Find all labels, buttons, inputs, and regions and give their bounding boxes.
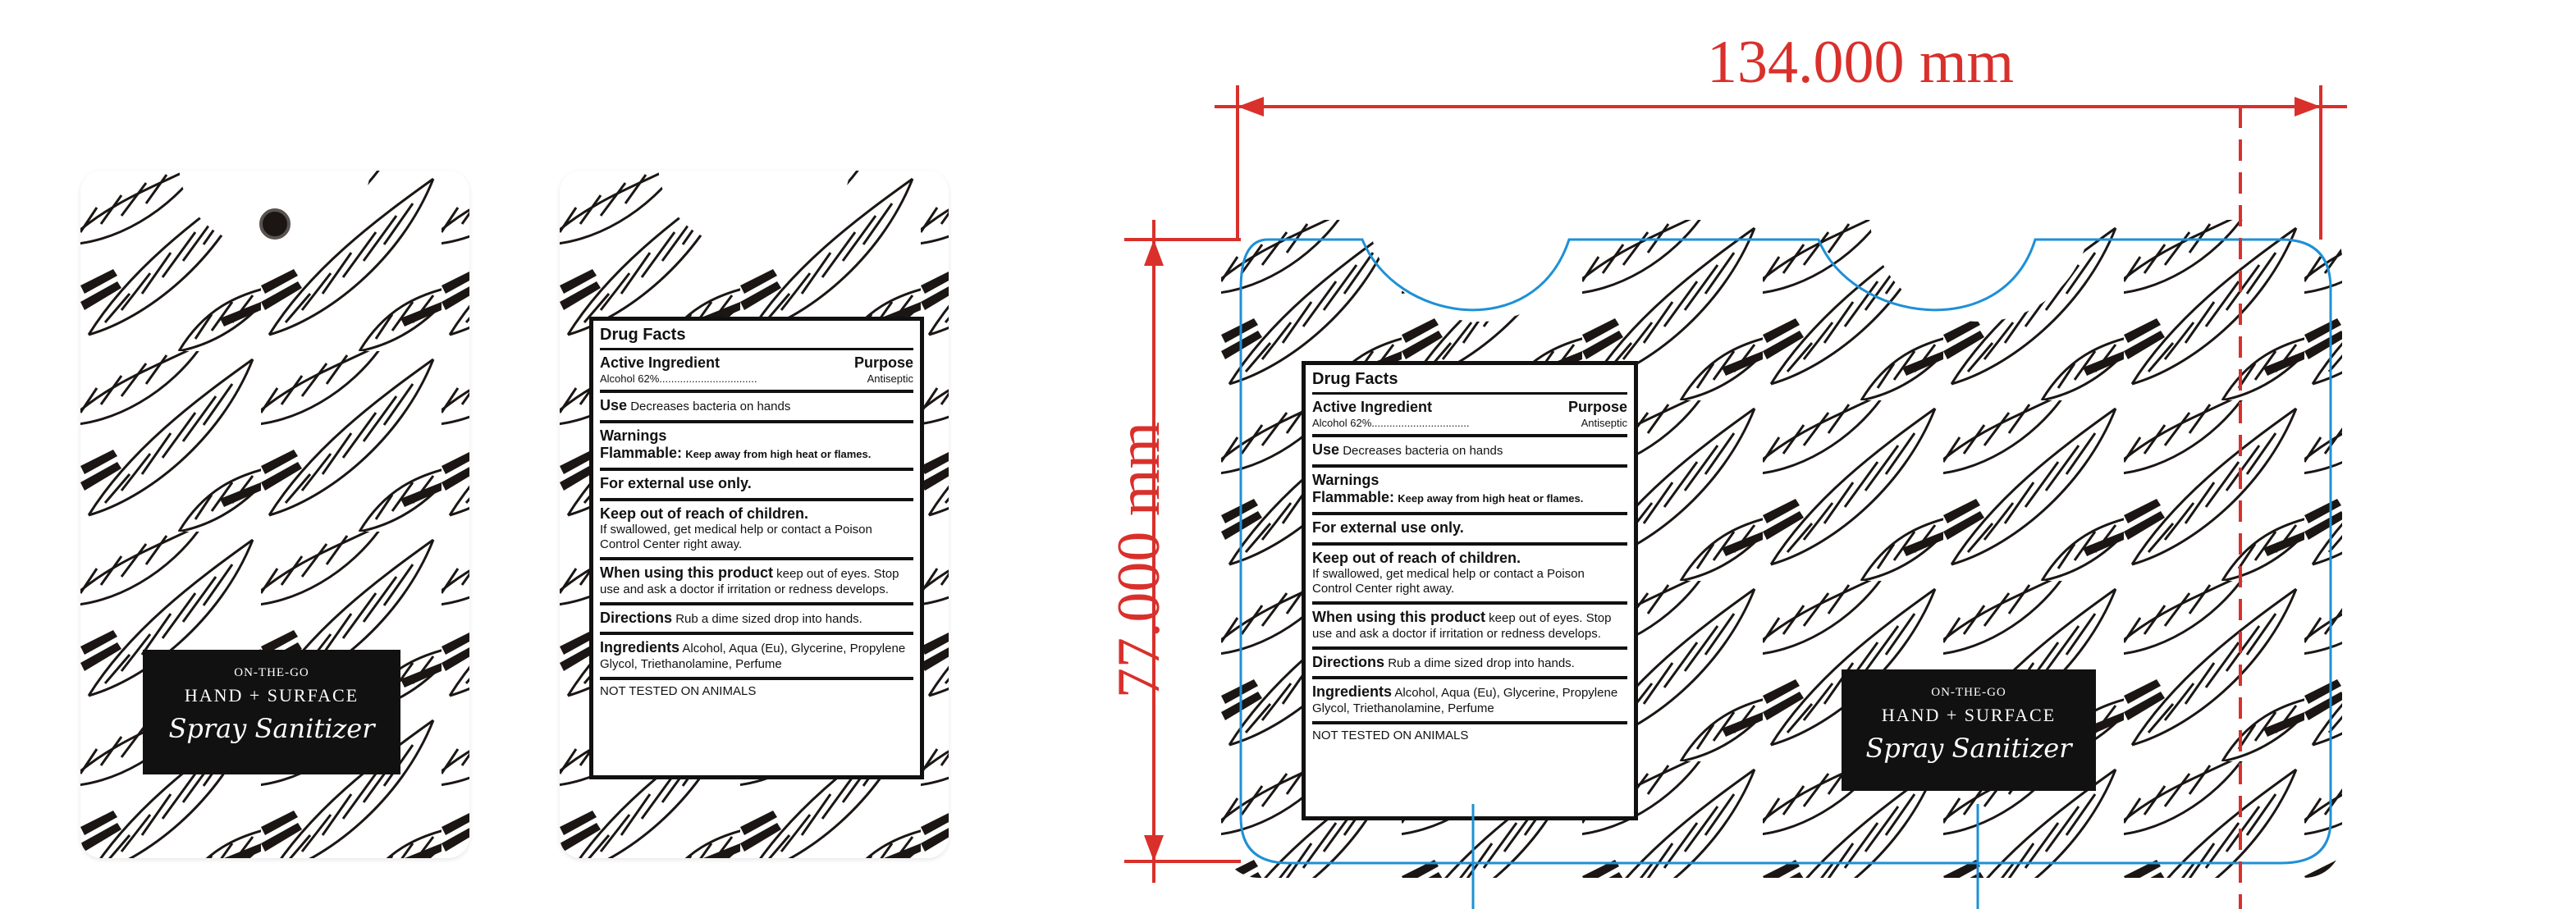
not-tested-row: NOT TESTED ON ANIMALS bbox=[1312, 724, 1627, 748]
external-use-label: For external use only. bbox=[600, 474, 752, 491]
use-text: Decreases bacteria on hands bbox=[630, 400, 791, 414]
directions-row: Directions Rub a dime sized drop into ha… bbox=[1312, 650, 1627, 680]
ingredients-text: Alcohol, Aqua (Eu), Glycerine, Propylene… bbox=[600, 642, 906, 671]
directions-text: Rub a dime sized drop into hands. bbox=[675, 611, 862, 626]
antiseptic-label: Antiseptic bbox=[867, 372, 913, 385]
active-ingredient-row: Active Ingredient Purpose Alcohol 62%....… bbox=[1312, 395, 1627, 438]
flammable-text: Keep away from high heat or flames. bbox=[1398, 492, 1584, 505]
use-row: Use Decreases bacteria on hands bbox=[1312, 437, 1627, 468]
brand-script-name: Spray Sanitizer bbox=[1865, 733, 2072, 764]
back-card-mockup: Drug Facts Active Ingredient Purpose Alco… bbox=[560, 171, 949, 858]
drug-facts-panel-back: Drug Facts Active Ingredient Purpose Alco… bbox=[589, 317, 924, 779]
active-ingredient-label: Active Ingredient bbox=[600, 354, 721, 371]
external-row: For external use only. bbox=[600, 471, 913, 501]
not-tested-label: NOT TESTED ON ANIMALS bbox=[1312, 728, 1469, 742]
drug-facts-panel-dieline: Drug Facts Active Ingredient Purpose Alco… bbox=[1302, 361, 1638, 820]
active-ingredient-label: Active Ingredient bbox=[1312, 399, 1433, 415]
ingredients-row: Ingredients Alcohol, Aqua (Eu), Glycerin… bbox=[1312, 679, 1627, 724]
purpose-label: Purpose bbox=[853, 354, 913, 371]
external-use-label: For external use only. bbox=[1312, 518, 1464, 536]
active-ingredient-row: Active Ingredient Purpose Alcohol 62%....… bbox=[600, 350, 913, 394]
alcohol-line: Alcohol 62%.............................… bbox=[600, 372, 757, 385]
children-text: If swallowed, get medical help or contac… bbox=[600, 523, 872, 552]
flammable-text: Keep away from high heat or flames. bbox=[685, 448, 872, 461]
not-tested-label: NOT TESTED ON ANIMALS bbox=[600, 683, 757, 698]
use-text: Decreases bacteria on hands bbox=[1343, 444, 1503, 459]
brand-headline: HAND + SURFACE bbox=[1881, 705, 2057, 725]
using-text: keep out of eyes. Stop use and ask a doc… bbox=[600, 567, 899, 596]
width-dimension-label: 134.000 mm bbox=[1707, 29, 2015, 96]
height-dimension-label: 77.000 mm bbox=[1105, 421, 1174, 699]
using-label: When using this product bbox=[600, 564, 773, 582]
use-row: Use Decreases bacteria on hands bbox=[600, 393, 913, 423]
purpose-label: Purpose bbox=[1567, 399, 1627, 415]
directions-row: Directions Rub a dime sized drop into ha… bbox=[600, 605, 913, 636]
spray-nozzle-icon bbox=[259, 208, 291, 240]
warnings-row: Warnings Flammable: Keep away from high … bbox=[1312, 468, 1627, 515]
directions-label: Directions bbox=[600, 609, 673, 626]
warnings-label: Warnings bbox=[600, 427, 667, 444]
antiseptic-label: Antiseptic bbox=[1581, 416, 1627, 429]
brand-headline: HAND + SURFACE bbox=[184, 685, 359, 706]
using-row: When using this product keep out of eyes… bbox=[600, 560, 913, 605]
width-dimension-arrow bbox=[1215, 85, 2347, 240]
warnings-label: Warnings bbox=[1312, 471, 1380, 488]
not-tested-row: NOT TESTED ON ANIMALS bbox=[600, 680, 913, 704]
brand-script-name: Spray Sanitizer bbox=[168, 713, 375, 744]
front-card-mockup: ON-THE-GO HAND + SURFACE Spray Sanitizer bbox=[80, 171, 469, 858]
use-label: Use bbox=[600, 397, 628, 414]
directions-text: Rub a dime sized drop into hands. bbox=[1388, 655, 1575, 670]
brand-eyebrow: ON-THE-GO bbox=[1931, 686, 2006, 699]
flammable-label: Flammable: bbox=[600, 445, 683, 462]
using-label: When using this product bbox=[1312, 609, 1485, 626]
external-row: For external use only. bbox=[1312, 515, 1627, 546]
brand-eyebrow: ON-THE-GO bbox=[234, 666, 309, 679]
children-row: Keep out of reach of children. If swallo… bbox=[1312, 546, 1627, 605]
drug-facts-title: Drug Facts bbox=[600, 326, 913, 350]
flammable-label: Flammable: bbox=[1312, 489, 1395, 506]
children-text: If swallowed, get medical help or contac… bbox=[1312, 567, 1585, 596]
children-label: Keep out of reach of children. bbox=[1312, 549, 1521, 566]
using-row: When using this product keep out of eyes… bbox=[1312, 605, 1627, 650]
warnings-row: Warnings Flammable: Keep away from high … bbox=[600, 423, 913, 471]
drug-facts-title: Drug Facts bbox=[1312, 370, 1627, 395]
directions-label: Directions bbox=[1312, 653, 1385, 670]
ingredients-row: Ingredients Alcohol, Aqua (Eu), Glycerin… bbox=[600, 635, 913, 680]
dieline-brand-label: ON-THE-GO HAND + SURFACE Spray Sanitizer bbox=[1842, 669, 2096, 791]
children-row: Keep out of reach of children. If swallo… bbox=[600, 501, 913, 561]
front-brand-label: ON-THE-GO HAND + SURFACE Spray Sanitizer bbox=[143, 650, 400, 774]
children-label: Keep out of reach of children. bbox=[600, 505, 809, 522]
alcohol-line: Alcohol 62%.............................… bbox=[1312, 416, 1470, 429]
use-label: Use bbox=[1312, 441, 1340, 459]
ingredients-label: Ingredients bbox=[600, 639, 680, 656]
ingredients-label: Ingredients bbox=[1312, 683, 1393, 701]
